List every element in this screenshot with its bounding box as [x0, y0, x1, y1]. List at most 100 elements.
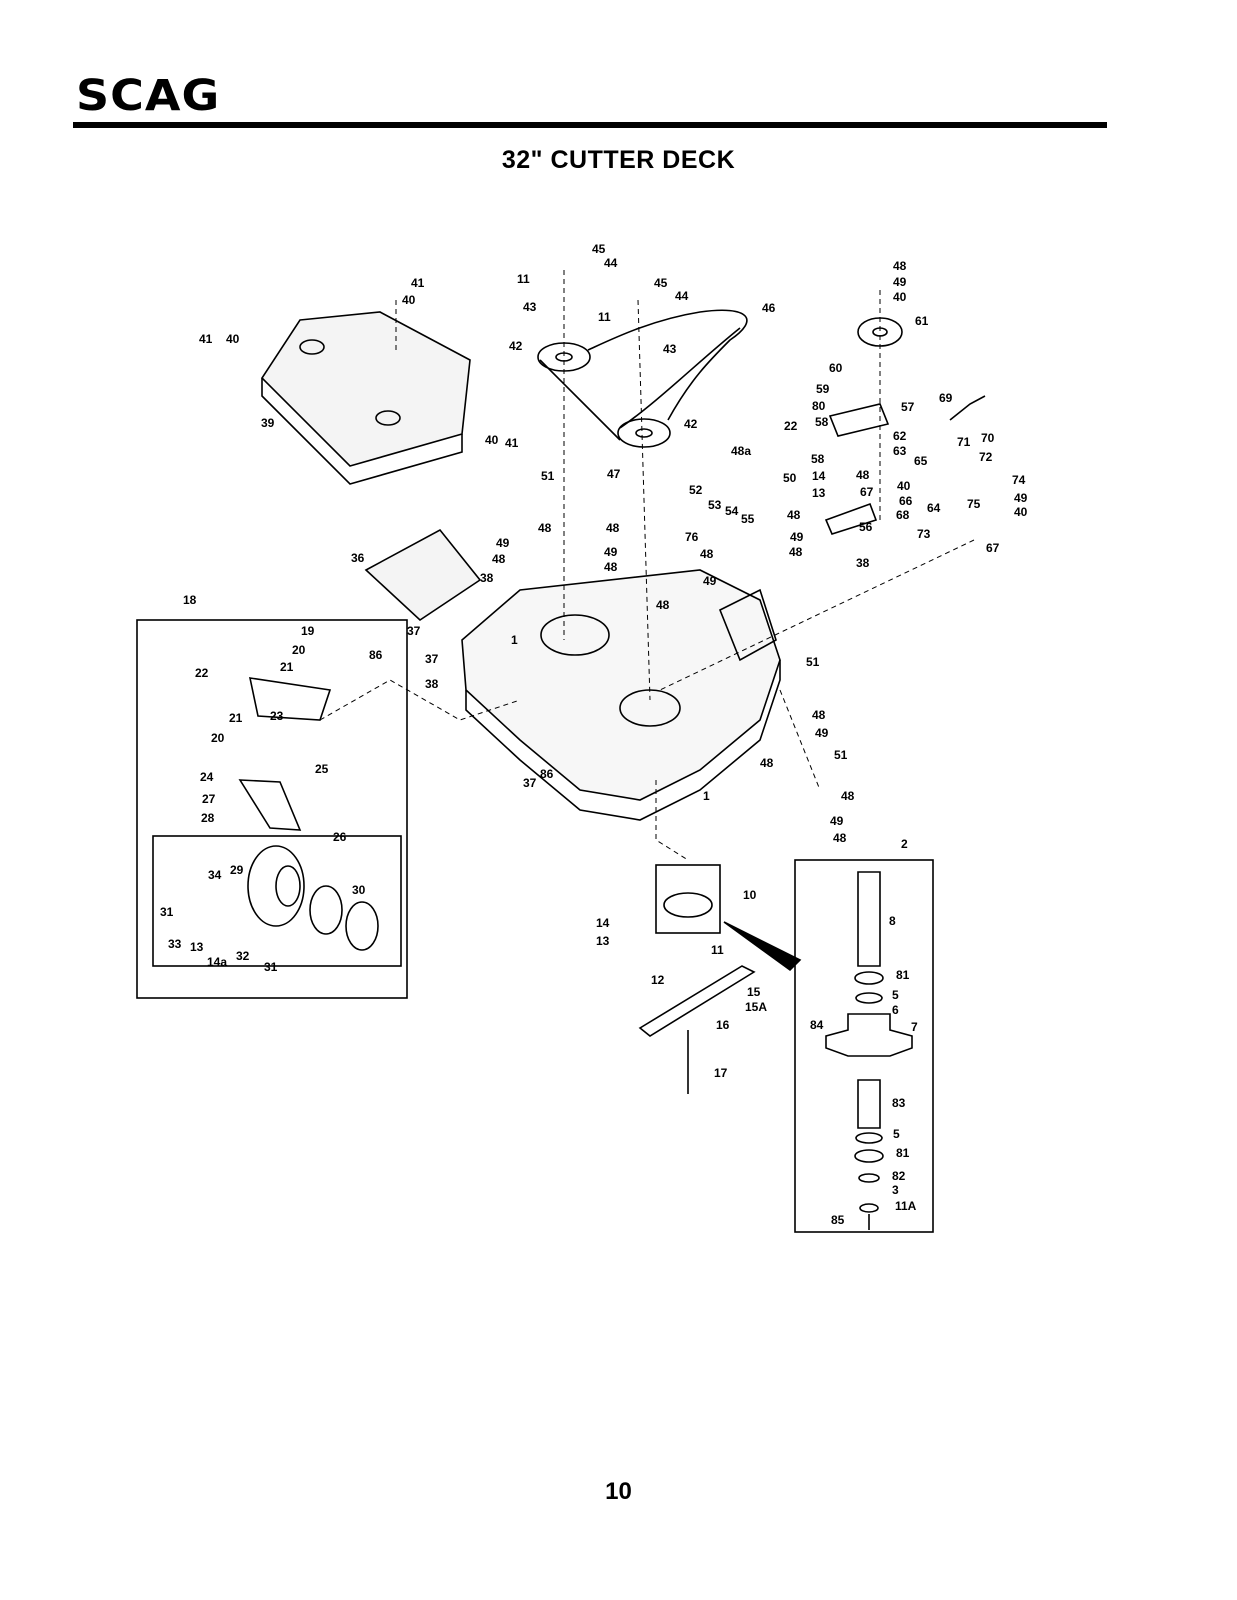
part-callout: 70	[981, 431, 995, 445]
part-callout: 48	[700, 547, 714, 561]
part-callout: 49	[703, 574, 717, 588]
part-callout: 49	[1014, 491, 1028, 505]
part-callout: 56	[859, 520, 873, 534]
part-callout: 64	[927, 501, 941, 515]
part-callout: 11	[517, 272, 530, 286]
part-callout: 31	[160, 905, 174, 919]
spindle-bearing-2	[855, 1132, 883, 1144]
part-callout: 44	[675, 289, 689, 303]
part-callout: 81	[896, 1146, 910, 1160]
deck-housing	[461, 569, 781, 801]
part-callout: 51	[541, 469, 555, 483]
part-callout: 37	[523, 776, 537, 790]
part-callout: 57	[901, 400, 915, 414]
part-callout: 55	[741, 512, 755, 526]
part-callout: 32	[236, 949, 250, 963]
part-callout: 86	[369, 648, 383, 662]
part-callout: 21	[229, 711, 243, 725]
part-callout: 48	[538, 521, 552, 535]
part-callout: 41	[199, 332, 213, 346]
part-callout: 10	[743, 888, 757, 902]
part-callout: 15	[747, 985, 761, 999]
spindle-seal	[854, 971, 884, 985]
part-callout: 71	[957, 435, 971, 449]
part-callout: 53	[708, 498, 722, 512]
part-callout: 48	[606, 521, 620, 535]
part-callout: 76	[685, 530, 699, 544]
wheel-half	[309, 885, 343, 935]
part-callout: 23	[270, 709, 284, 723]
assembly-line-7	[655, 780, 689, 861]
right-pulley	[617, 418, 671, 448]
belt-cover-hole-2	[375, 410, 401, 426]
part-callout: 1	[703, 789, 710, 803]
part-callout: 54	[725, 504, 739, 518]
spindle-shaft	[857, 871, 881, 967]
idler-arm	[828, 403, 890, 437]
part-callout: 13	[596, 934, 610, 948]
part-callout: 33	[168, 937, 182, 951]
part-callout: 48	[789, 545, 803, 559]
part-callout: 43	[663, 342, 677, 356]
detail-pointer	[723, 921, 802, 972]
part-callout: 67	[986, 541, 1000, 555]
part-callout: 47	[607, 467, 621, 481]
part-callout: 12	[651, 973, 665, 987]
part-callout: 49	[830, 814, 844, 828]
part-callout: 22	[195, 666, 209, 680]
part-callout: 5	[893, 1127, 900, 1141]
part-callout: 48	[787, 508, 801, 522]
assembly-line-2	[637, 299, 651, 701]
part-callout: 14a	[207, 955, 227, 969]
part-callout: 16	[716, 1018, 730, 1032]
deck-skirt	[465, 660, 781, 821]
part-callout: 26	[333, 830, 347, 844]
part-callout: 42	[684, 417, 698, 431]
part-callout: 25	[315, 762, 329, 776]
part-callout: 48	[812, 708, 826, 722]
part-callout: 86	[540, 767, 554, 781]
part-callout: 40	[893, 290, 907, 304]
part-callout: 6	[892, 1003, 899, 1017]
part-callout: 40	[402, 293, 416, 307]
part-callout: 49	[604, 545, 618, 559]
right-pulley-hub	[635, 428, 653, 438]
idler-bracket	[824, 502, 878, 535]
assembly-line-5	[659, 539, 975, 691]
part-callout: 40	[485, 433, 499, 447]
part-callout: 81	[896, 968, 910, 982]
part-callout: 63	[893, 444, 907, 458]
part-callout: 51	[834, 748, 848, 762]
part-callout: 18	[183, 593, 197, 607]
part-callout: 73	[917, 527, 931, 541]
part-callout: 84	[810, 1018, 824, 1032]
spring-rod	[949, 395, 986, 421]
cutting-blade	[638, 965, 756, 1037]
part-callout: 5	[892, 988, 899, 1002]
part-callout: 20	[292, 643, 306, 657]
caster-box	[136, 619, 408, 999]
spindle-seal-2	[854, 1149, 884, 1163]
part-callout: 48a	[731, 444, 751, 458]
part-callout: 17	[714, 1066, 728, 1080]
drive-belt	[539, 309, 748, 441]
assembly-line-8	[779, 689, 821, 791]
part-callout: 59	[816, 382, 830, 396]
part-callout: 38	[480, 571, 494, 585]
part-callout: 45	[592, 242, 606, 256]
part-callout: 65	[914, 454, 928, 468]
assembly-line-6	[319, 679, 521, 721]
part-callout: 22	[784, 419, 798, 433]
spindle-housing	[825, 1013, 913, 1057]
discharge-chute	[364, 528, 482, 622]
part-callout: 69	[939, 391, 953, 405]
part-callout: 41	[411, 276, 425, 290]
part-callout: 40	[226, 332, 240, 346]
part-callout: 48	[856, 468, 870, 482]
part-callout: 49	[893, 275, 907, 289]
part-callout: 49	[496, 536, 510, 550]
deck-bracket	[718, 588, 777, 662]
part-callout: 50	[783, 471, 797, 485]
part-callout: 61	[915, 314, 929, 328]
page-title: 32" CUTTER DECK	[501, 146, 736, 174]
